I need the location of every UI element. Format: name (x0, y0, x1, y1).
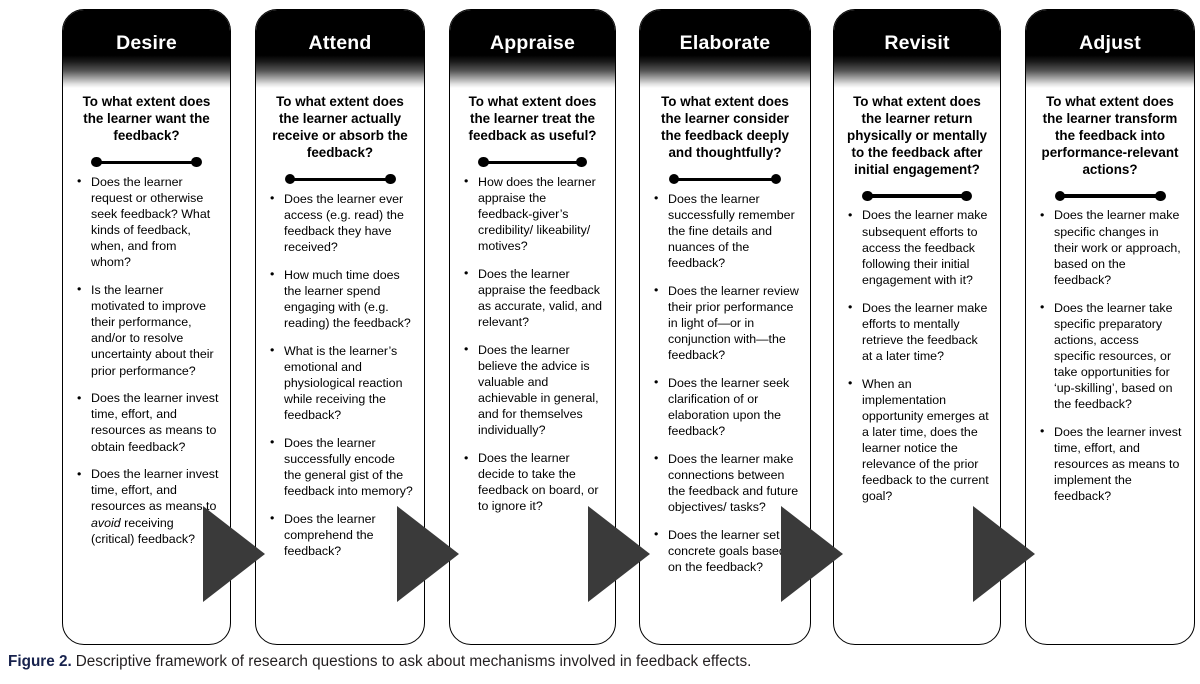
divider-dot-right (1155, 190, 1166, 202)
stage-body: To what extent does the learner return p… (834, 88, 1000, 524)
stage-divider (862, 187, 972, 205)
stage-question: To what extent does the learner transfor… (1041, 94, 1179, 177)
question-item: Does the learner make specific changes i… (1039, 207, 1183, 288)
stage-header-appraise: Appraise (450, 10, 615, 88)
stage-divider (284, 171, 396, 189)
stage-card-attend: Attend To what extent does the learner a… (255, 9, 425, 645)
stage-header-revisit: Revisit (834, 10, 1000, 88)
stage-divider (478, 154, 587, 172)
arrow-right-icon (973, 506, 1035, 602)
question-item: Does the learner successfully encode the… (269, 434, 413, 500)
question-item: What is the learner’s emotional and phys… (269, 342, 413, 424)
arrow-right-icon (203, 506, 265, 602)
question-item: Does the learner invest time, effort, an… (1039, 423, 1183, 505)
divider-dot-right (770, 173, 782, 185)
stage-header-desire: Desire (63, 10, 230, 88)
question-item: Does the learner decide to take the feed… (463, 450, 604, 515)
divider-dot-right (385, 173, 396, 185)
stage-title: Elaborate (679, 32, 771, 54)
question-item: Does the learner make subsequent efforts… (847, 207, 989, 288)
figure-caption-label: Figure 2. (8, 653, 72, 670)
question-item: Does the learner take specific preparato… (1039, 299, 1183, 413)
question-item: Does the learner successfully remember t… (653, 190, 799, 272)
divider-bar (96, 160, 197, 164)
stage-title: Adjust (1079, 32, 1141, 54)
stage-card-adjust: Adjust To what extent does the learner t… (1025, 9, 1195, 645)
stage-header-adjust: Adjust (1026, 10, 1194, 88)
stage-header-attend: Attend (256, 10, 424, 88)
question-item: Does the learner make efforts to mentall… (847, 299, 989, 365)
arrow-right-icon (588, 506, 650, 602)
question-item: Does the learner believe the advice is v… (463, 341, 604, 439)
stage-question: To what extent does the learner treat th… (468, 94, 597, 143)
stage-question: To what extent does the learner actually… (272, 94, 408, 160)
question-list: How does the learner appraise the feedba… (459, 173, 606, 515)
divider-dot-right (961, 190, 972, 202)
stage-divider (91, 154, 202, 172)
question-item: Does the learner seek clarification of o… (653, 374, 799, 440)
question-item: Does the learner invest time, effort, an… (76, 466, 219, 547)
question-list: Does the learner make subsequent efforts… (843, 207, 991, 504)
stage-title: Attend (308, 32, 372, 54)
question-item: Does the learner make connections betwee… (653, 450, 799, 516)
stage-card-elaborate: Elaborate To what extent does the learne… (639, 9, 811, 645)
stage-body: To what extent does the learner want the… (63, 88, 230, 566)
question-item: Does the learner request or otherwise se… (76, 173, 219, 271)
question-list: Does the learner successfully remember t… (649, 190, 801, 576)
divider-bar (867, 194, 967, 198)
figure-caption: Figure 2.Descriptive framework of resear… (8, 652, 1188, 671)
stage-card-revisit: Revisit To what extent does the learner … (833, 9, 1001, 645)
stage-card-desire: Desire To what extent does the learner w… (62, 9, 231, 645)
divider-bar (483, 160, 582, 164)
stage-body: To what extent does the learner transfor… (1026, 88, 1194, 524)
question-item: How much time does the learner spend eng… (269, 266, 413, 332)
stage-divider (1054, 187, 1166, 205)
question-item: When an implementation opportunity emerg… (847, 375, 989, 505)
stage-body: To what extent does the learner actually… (256, 88, 424, 579)
stage-body: To what extent does the learner treat th… (450, 88, 615, 534)
divider-bar (673, 177, 777, 181)
stage-title: Revisit (884, 32, 950, 54)
question-item: How does the learner appraise the feedba… (463, 173, 604, 255)
stage-question: To what extent does the learner consider… (660, 94, 789, 160)
stage-divider (668, 171, 782, 189)
stage-title: Appraise (489, 32, 576, 54)
question-item: Does the learner ever access (e.g. read)… (269, 190, 413, 256)
question-item: Is the learner motivated to improve thei… (76, 281, 219, 379)
question-item: Does the learner review their prior perf… (653, 282, 799, 364)
question-list: Does the learner request or otherwise se… (72, 173, 221, 547)
stage-question: To what extent does the learner want the… (82, 94, 211, 143)
question-item: Does the learner appraise the feedback a… (463, 265, 604, 331)
divider-dot-right (576, 156, 587, 168)
question-item: Does the learner invest time, effort, an… (76, 390, 219, 455)
stage-body: To what extent does the learner consider… (640, 88, 810, 595)
figure-caption-text: Descriptive framework of research questi… (75, 653, 752, 670)
arrow-right-icon (397, 506, 459, 602)
stage-header-elaborate: Elaborate (640, 10, 810, 88)
question-item: Does the learner set concrete goals base… (653, 526, 799, 575)
question-item: Does the learner comprehend the feedback… (269, 510, 413, 559)
question-list: Does the learner make specific changes i… (1035, 207, 1185, 504)
arrow-right-icon (781, 506, 843, 602)
stage-cards-area: Desire To what extent does the learner w… (0, 0, 1200, 650)
divider-bar (1059, 194, 1161, 198)
question-list: Does the learner ever access (e.g. read)… (265, 190, 415, 560)
divider-dot-right (191, 156, 202, 168)
divider-bar (289, 177, 391, 181)
stage-question: To what extent does the learner return p… (847, 94, 987, 177)
stage-title: Desire (116, 32, 177, 54)
